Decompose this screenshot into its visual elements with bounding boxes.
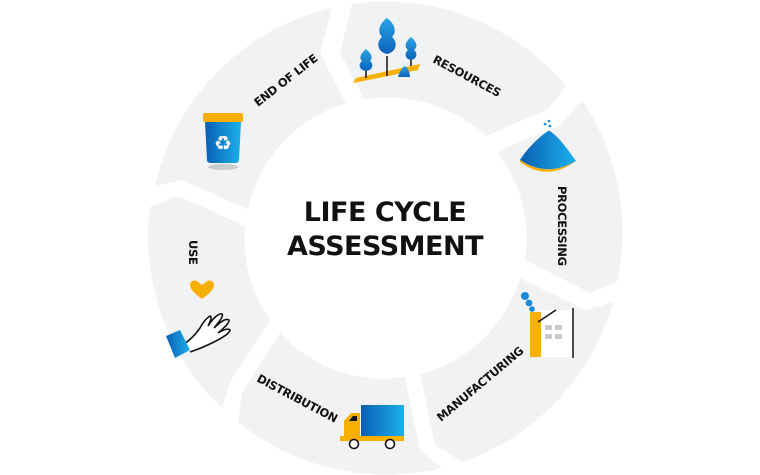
center-title-line2: ASSESSMENT xyxy=(286,231,484,262)
stage-label-processing: PROCESSING xyxy=(555,186,569,266)
recycle-bin-icon: ♻ xyxy=(203,113,243,170)
svg-text:♻: ♻ xyxy=(214,131,232,155)
hand-heart-icon xyxy=(166,280,231,358)
center-title-line1: LIFE CYCLE xyxy=(303,197,467,228)
trees-icon xyxy=(353,18,420,83)
segment-resources xyxy=(340,1,566,137)
segment-use xyxy=(148,196,270,408)
truck-icon xyxy=(340,405,404,450)
stage-label-use: USE xyxy=(186,240,200,265)
factory-icon xyxy=(521,292,574,358)
pile-icon xyxy=(520,119,576,172)
center-title: LIFE CYCLE ASSESSMENT xyxy=(245,196,525,264)
segment-processing xyxy=(497,100,623,293)
segment-end-of-life xyxy=(155,8,346,210)
